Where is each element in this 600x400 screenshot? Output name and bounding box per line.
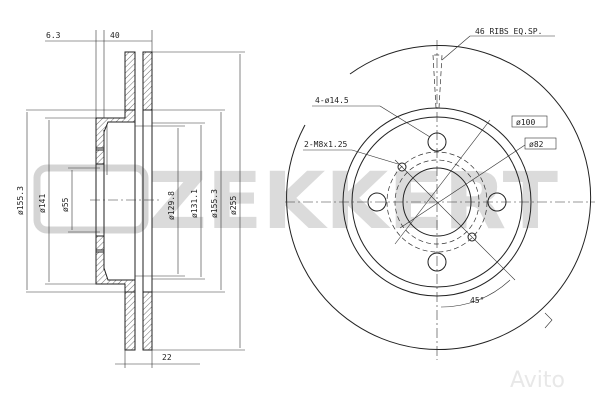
label-angle: 45° <box>470 296 484 305</box>
label-pcd: ø100 <box>516 118 535 127</box>
hub-top <box>95 109 136 149</box>
label-center-bore: ø82 <box>529 140 544 149</box>
hub-bottom <box>95 251 136 293</box>
dim-d-55: ø55 <box>61 197 70 212</box>
disc-wall-inner-top <box>142 51 153 111</box>
dim-d-141: ø141 <box>38 194 47 213</box>
dim-d-129-8: ø129.8 <box>167 191 176 220</box>
dim-height: 40 <box>110 31 120 40</box>
bolt-holes <box>367 132 507 272</box>
disc-wall-inner-bottom <box>142 291 153 351</box>
thread-hole <box>467 232 477 242</box>
thread-hole <box>397 162 407 172</box>
label-bolt-holes: 4-ø14.5 <box>315 96 349 105</box>
avito-watermark: Avito <box>510 368 565 393</box>
disc-wall-outer-bottom <box>124 291 136 351</box>
dim-d-155-3: ø155.3 <box>210 189 219 218</box>
side-view: 6.3 40 22 ø155.3 ø141 ø55 ø129.8 ø131.1 … <box>16 30 245 368</box>
dim-d-255: ø255 <box>229 196 238 215</box>
dim-thickness: 22 <box>162 353 172 362</box>
dim-offset: 6.3 <box>46 31 61 40</box>
label-ribs: 46 RIBS EQ.SP. <box>475 27 542 36</box>
disc-outer-edge <box>286 45 592 351</box>
front-view: 46 RIBS EQ.SP. 4-ø14.5 2-M8x1.25 ø100 ø8… <box>285 27 595 360</box>
dim-d-131-1: ø131.1 <box>190 189 199 218</box>
label-threads: 2-M8x1.25 <box>304 140 348 149</box>
disc-wall-outer-top <box>124 51 136 111</box>
dim-d-155-3-left: ø155.3 <box>16 186 25 215</box>
